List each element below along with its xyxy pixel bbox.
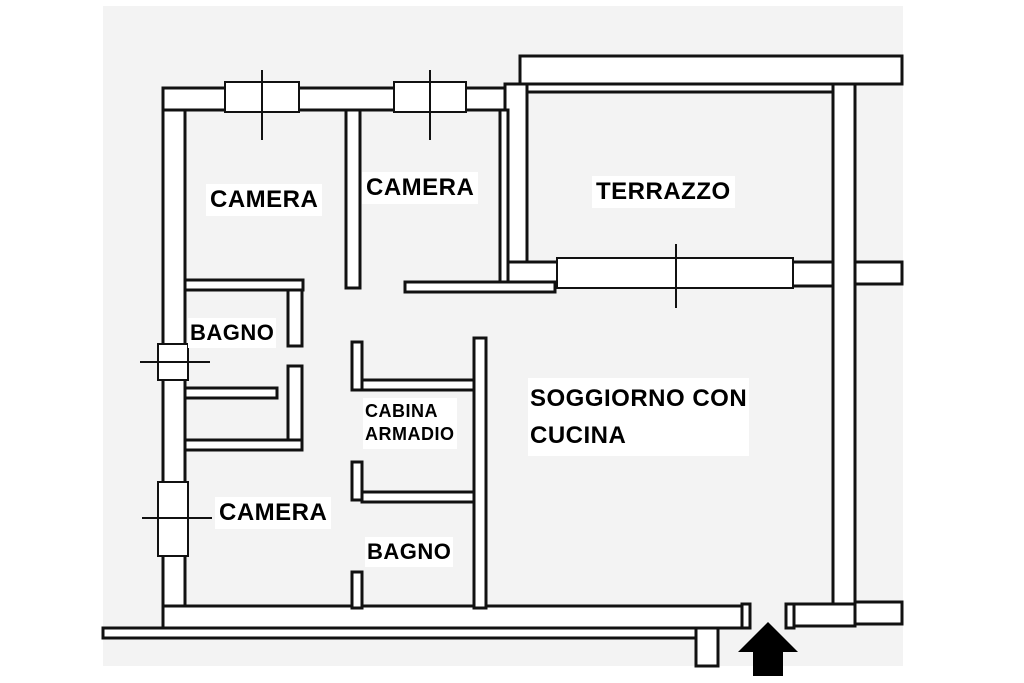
wall-stair-left: [694, 626, 720, 668]
wall-cabina-top: [360, 378, 478, 392]
room-label-soggiorno: SOGGIORNO CON CUCINA: [528, 378, 750, 457]
wall-bath-left-right-2: [286, 364, 304, 452]
entrance-arrow-icon: [738, 622, 798, 676]
wall-bath-left-right: [286, 288, 304, 348]
room-label-camera-top-left: CAMERA: [206, 184, 323, 217]
wall-cabina-bottom: [360, 490, 478, 504]
wall-terrace-parapet: [518, 54, 904, 86]
wall-exterior-top: [161, 86, 529, 112]
wall-terrace-top: [525, 82, 855, 94]
wall-right-stub-top: [853, 260, 904, 286]
wall-exterior-bottom: [161, 604, 745, 630]
soggiorno-line-2: CUCINA: [530, 422, 627, 450]
cabina-line-1: CABINA: [365, 401, 438, 421]
wall-cabina-right: [472, 336, 488, 610]
wall-bath-bottom-left: [350, 570, 364, 610]
room-label-bagno-left: BAGNO: [188, 318, 277, 348]
wall-bottom-right: [790, 602, 857, 628]
room-label-cabina-armadio: CABINA ARMADIO: [363, 398, 457, 449]
room-label-camera-bottom: CAMERA: [215, 497, 332, 530]
wall-bedroom-right: [498, 108, 510, 290]
wall-corridor-top-right: [403, 280, 557, 294]
wall-right-stub-bottom: [853, 600, 904, 626]
wall-exterior-right: [831, 82, 857, 626]
wall-bath-left-base: [183, 438, 304, 452]
wall-corridor-top-left: [183, 278, 305, 292]
room-label-camera-top-right: CAMERA: [362, 172, 479, 205]
wall-building-bottom: [101, 626, 700, 640]
room-label-bagno-bottom: BAGNO: [365, 537, 454, 567]
wall-stair-right: [740, 602, 752, 630]
soggiorno-line-1: SOGGIORNO CON: [530, 385, 748, 412]
room-label-terrazzo: TERRAZZO: [592, 176, 735, 209]
wall-bedroom-divider: [344, 108, 362, 290]
cabina-line-2: ARMADIO: [365, 424, 455, 445]
wall-cabina-left: [350, 340, 364, 392]
wall-stair-right-2: [784, 602, 796, 630]
wall-bath-left-bottom: [183, 386, 279, 400]
wall-cabina-left-2: [350, 460, 364, 502]
window-mullions: [140, 70, 677, 519]
